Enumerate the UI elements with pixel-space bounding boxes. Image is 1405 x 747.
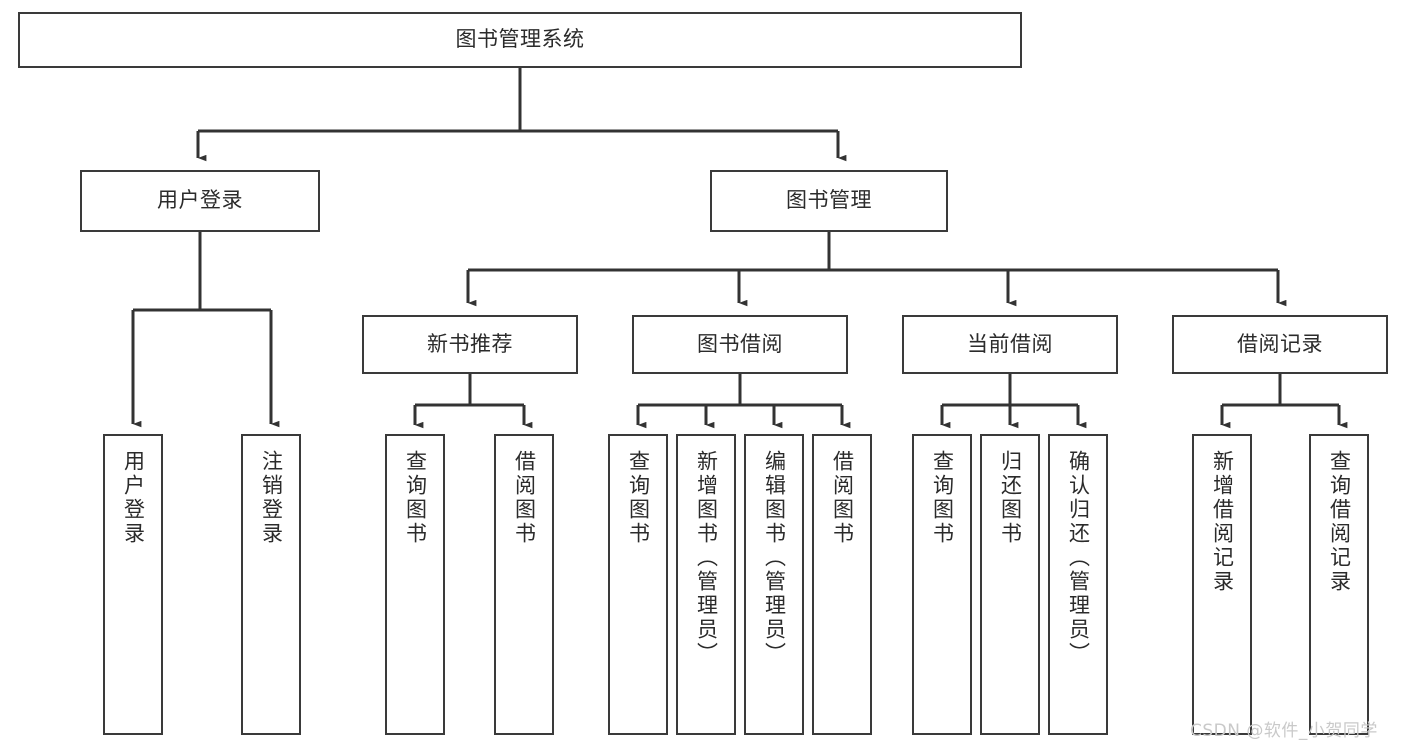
leaf-borrow-book-recommend[interactable]: 借阅图书 [494,434,554,735]
node-user-login[interactable]: 用户登录 [80,170,320,232]
node-label: 用户登录 [121,450,146,546]
leaf-query-book-current[interactable]: 查询图书 [912,434,972,735]
leaf-query-book-recommend[interactable]: 查询图书 [385,434,445,735]
leaf-return-book[interactable]: 归还图书 [980,434,1040,735]
node-label: 查询图书 [930,450,955,546]
node-label: 新书推荐 [427,331,513,356]
node-label: 图书借阅 [697,331,783,356]
leaf-add-book[interactable]: 新增图书（管理员） [676,434,736,735]
leaf-query-borrow-record[interactable]: 查询借阅记录 [1309,434,1369,735]
node-label: 图书管理 [786,188,872,213]
node-new-book-recommend[interactable]: 新书推荐 [362,315,578,374]
csdn-watermark: CSDN @软件_小贺同学 [1190,721,1378,741]
node-book-borrow[interactable]: 图书借阅 [632,315,848,374]
node-label: 编辑图书（管理员） [762,450,787,666]
node-root-system[interactable]: 图书管理系统 [18,12,1022,68]
node-current-borrow[interactable]: 当前借阅 [902,315,1118,374]
leaf-user-login[interactable]: 用户登录 [103,434,163,735]
node-label: 借阅图书 [830,450,855,546]
leaf-logout-login[interactable]: 注销登录 [241,434,301,735]
leaf-edit-book[interactable]: 编辑图书（管理员） [744,434,804,735]
leaf-query-book-borrow[interactable]: 查询图书 [608,434,668,735]
node-label: 新增图书（管理员） [694,450,719,666]
node-label: 图书管理系统 [455,27,585,52]
leaf-confirm-return[interactable]: 确认归还（管理员） [1048,434,1108,735]
node-label: 用户登录 [157,188,243,213]
node-label: 注销登录 [259,450,284,546]
node-borrow-record[interactable]: 借阅记录 [1172,315,1388,374]
node-label: 当前借阅 [967,331,1053,356]
node-label: 查询借阅记录 [1327,450,1352,594]
node-label: 新增借阅记录 [1210,450,1235,594]
node-label: 借阅图书 [512,450,537,546]
node-label: 确认归还（管理员） [1066,450,1091,666]
node-label: 查询图书 [403,450,428,546]
leaf-add-borrow-record[interactable]: 新增借阅记录 [1192,434,1252,735]
leaf-borrow-book[interactable]: 借阅图书 [812,434,872,735]
node-book-management[interactable]: 图书管理 [710,170,948,232]
node-label: 借阅记录 [1237,331,1323,356]
node-label: 查询图书 [626,450,651,546]
node-label: 归还图书 [998,450,1023,546]
